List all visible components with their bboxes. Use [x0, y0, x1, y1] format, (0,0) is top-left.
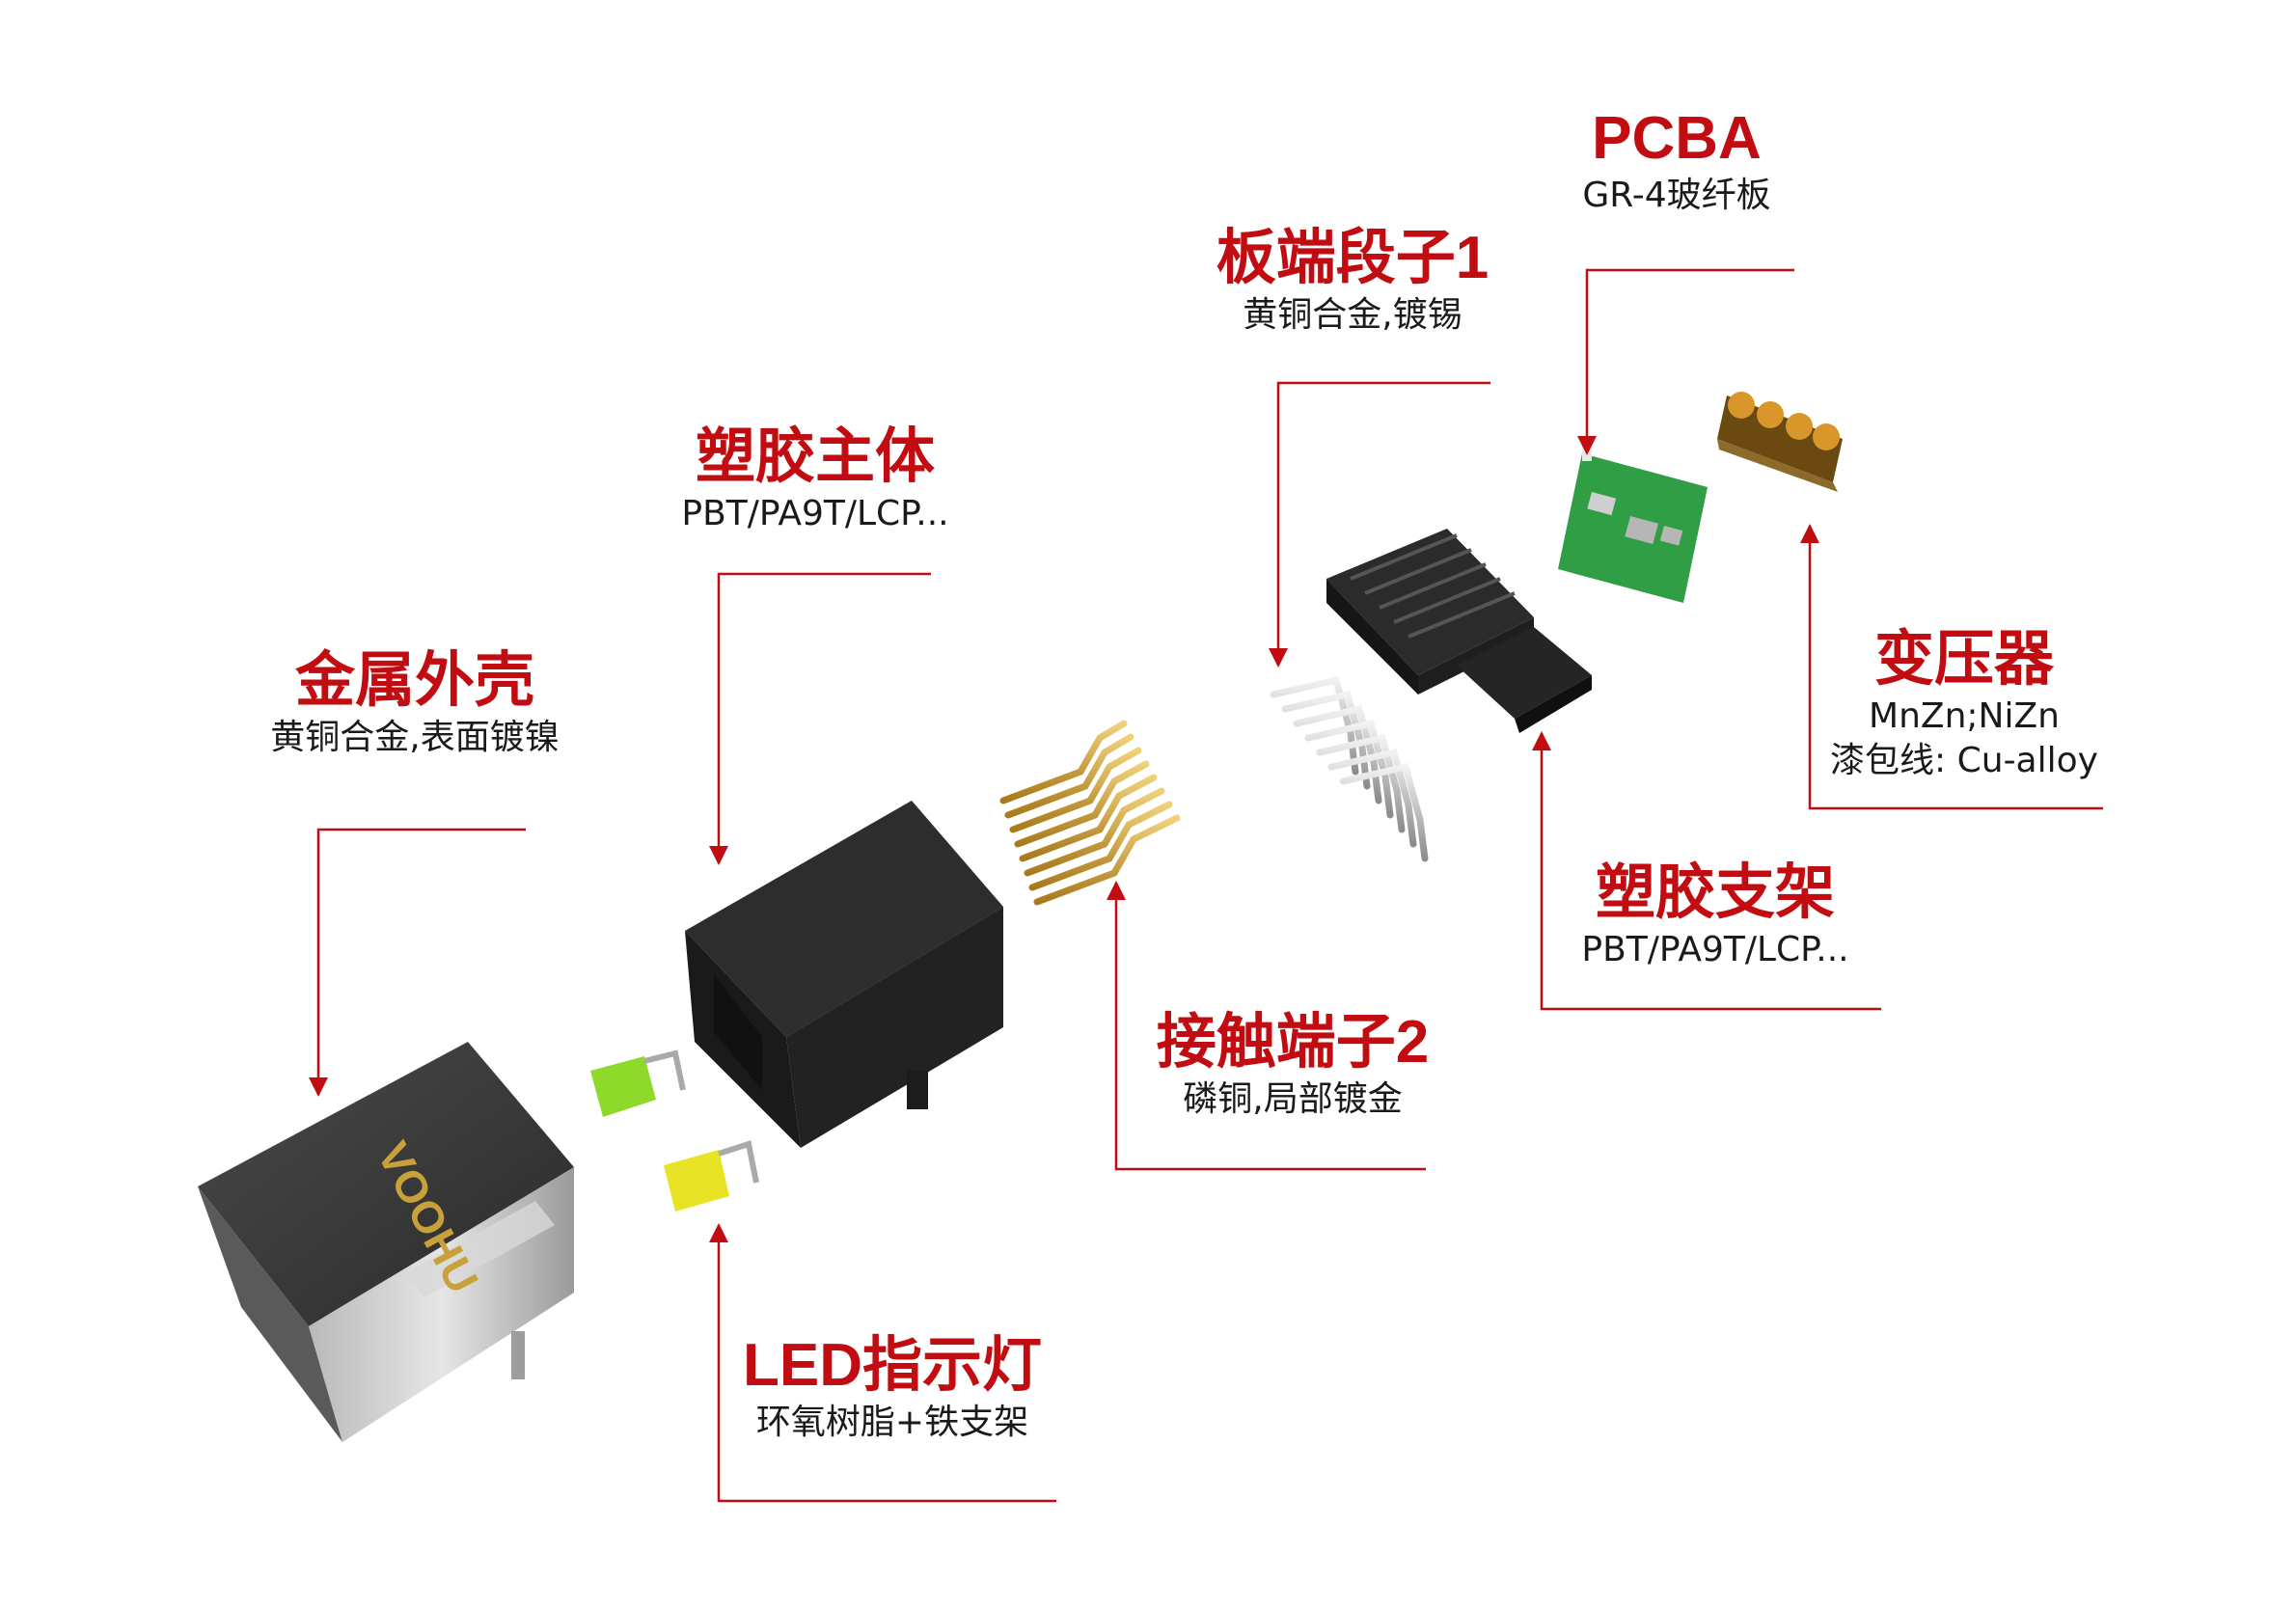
- label-contact-subtitle: 磷铜,局部镀金: [1183, 1079, 1403, 1119]
- leader-transformer: [1800, 524, 2103, 810]
- label-body-subtitle: PBT/PA9T/LCP...: [681, 494, 949, 533]
- led-green-part: [590, 1049, 686, 1117]
- label-transformer: 变压器 MnZn;NiZn 漆包线: Cu-alloy: [1830, 625, 2098, 783]
- label-transformer-title: 变压器: [1873, 626, 2055, 693]
- label-pcba: PCBA GR-4玻纤板: [1582, 104, 1770, 218]
- label-board-terminal-title: 板端段子1: [1216, 225, 1490, 291]
- metal-shell-part: VOOHU: [198, 1042, 574, 1442]
- label-transformer-subtitle: MnZn;NiZn: [1869, 696, 2060, 736]
- label-led-subtitle: 环氧树脂+铁支架: [755, 1403, 1029, 1442]
- label-board-terminal-subtitle: 黄铜合金,镀锡: [1243, 295, 1462, 335]
- label-pcba-title: PCBA: [1592, 105, 1762, 172]
- label-led-title: LED指示灯: [742, 1332, 1043, 1399]
- leader-board: [1269, 381, 1490, 668]
- label-body: 塑胶主体 PBT/PA9T/LCP...: [681, 422, 948, 536]
- leader-led: [709, 1223, 1056, 1503]
- leader-lines: [309, 268, 2103, 1503]
- label-shell-subtitle: 黄铜合金,表面镀镍: [270, 718, 560, 757]
- led-yellow-part: [664, 1140, 759, 1212]
- label-contact-title: 接触端子2: [1156, 1009, 1430, 1076]
- board-terminals-part: [1270, 675, 1429, 862]
- leader-pcba: [1577, 268, 1794, 455]
- plastic-housing-part: [685, 801, 1003, 1148]
- contact-terminals-part: [999, 720, 1181, 906]
- label-bracket: 塑胶支架 PBT/PA9T/LCP...: [1581, 859, 1848, 972]
- leader-body: [709, 572, 931, 865]
- plastic-bracket-part: [1326, 529, 1592, 733]
- label-pcba-subtitle: GR-4玻纤板: [1582, 176, 1771, 215]
- label-shell: 金属外壳 黄铜合金,表面镀镍: [270, 646, 559, 760]
- transformer-part: [1717, 392, 1843, 492]
- label-bracket-title: 塑胶支架: [1595, 859, 1835, 926]
- leader-bracket: [1532, 731, 1881, 1011]
- pcba-part: [1558, 446, 1708, 603]
- label-shell-title: 金属外壳: [294, 647, 535, 714]
- label-bracket-subtitle: PBT/PA9T/LCP...: [1581, 930, 1849, 969]
- leader-shell: [309, 828, 526, 1097]
- label-body-title: 塑胶主体: [695, 423, 935, 490]
- leader-contact: [1107, 881, 1426, 1171]
- label-board-terminal: 板端段子1 黄铜合金,镀锡: [1216, 224, 1489, 338]
- label-contact: 接触端子2 磷铜,局部镀金: [1157, 1008, 1429, 1122]
- label-transformer-subtitle2: 漆包线: Cu-alloy: [1830, 741, 2098, 780]
- label-led: LED指示灯 环氧树脂+铁支架: [743, 1331, 1042, 1445]
